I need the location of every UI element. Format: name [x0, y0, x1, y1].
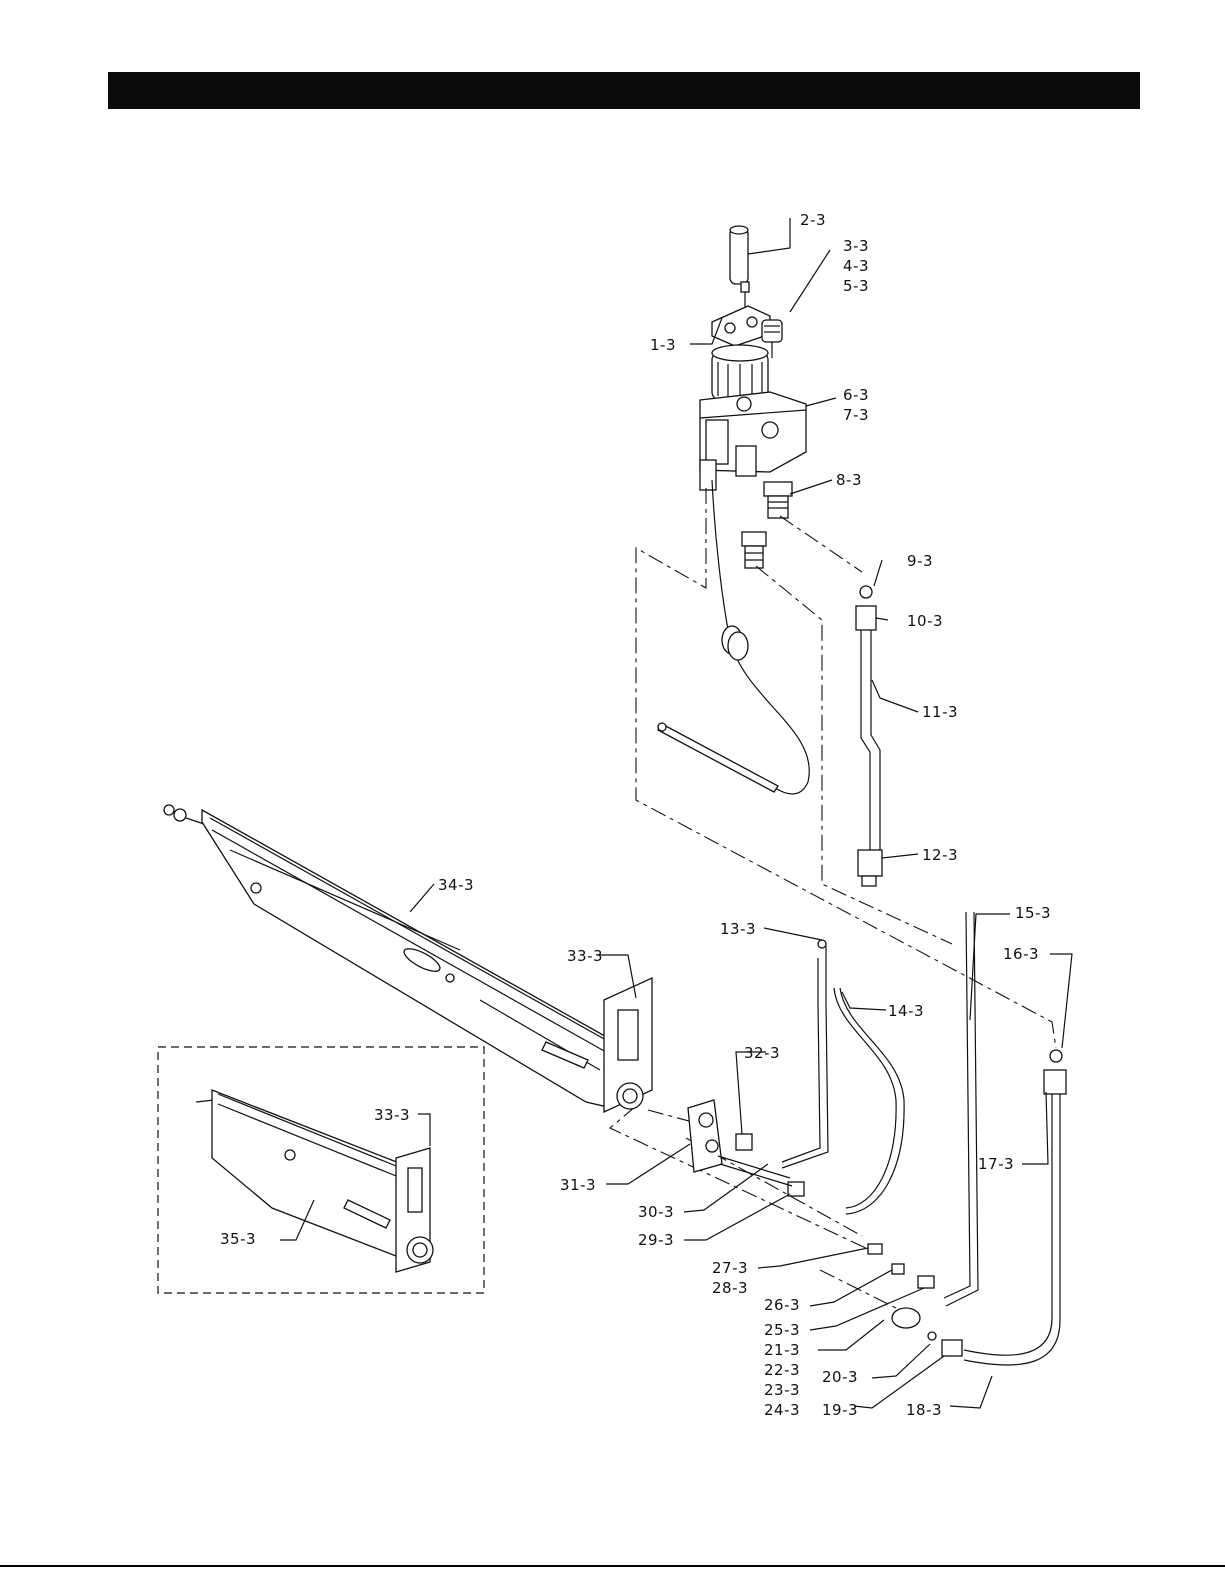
callout-20-3: 20-3 [822, 1368, 858, 1386]
callout-35-3: 35-3 [220, 1230, 256, 1248]
gas-line [964, 1050, 1066, 1365]
callout-2-3: 2-3 [800, 211, 826, 229]
bottom-rule [0, 1565, 1225, 1567]
callout-5-3: 5-3 [843, 277, 869, 295]
callout-32-3: 32-3 [744, 1044, 780, 1062]
callout-16-3: 16-3 [1003, 945, 1039, 963]
callout-17-3: 17-3 [978, 1155, 1014, 1173]
callout-19-3: 19-3 [822, 1401, 858, 1419]
callout-22-3: 22-3 [764, 1361, 800, 1379]
callout-33-3-inset: 33-3 [374, 1106, 410, 1124]
supply-tube [856, 586, 882, 886]
inset-box [158, 1047, 484, 1293]
callout-23-3: 23-3 [764, 1381, 800, 1399]
callout-12-3: 12-3 [922, 846, 958, 864]
callout-26-3: 26-3 [764, 1296, 800, 1314]
callout-11-3: 11-3 [922, 703, 958, 721]
callout-29-3: 29-3 [638, 1231, 674, 1249]
callout-21-3: 21-3 [764, 1341, 800, 1359]
valve-assembly [700, 226, 806, 568]
callout-9-3: 9-3 [907, 552, 933, 570]
alignment-lines [610, 488, 1056, 1312]
thermocouple-wire [658, 480, 809, 794]
callout-25-3: 25-3 [764, 1321, 800, 1339]
callout-10-3: 10-3 [907, 612, 943, 630]
callout-6-3: 6-3 [843, 386, 869, 404]
callout-labels: 2-3 3-3 4-3 5-3 1-3 6-3 7-3 8-3 9-3 10-3… [220, 211, 1051, 1419]
callout-28-3: 28-3 [712, 1279, 748, 1297]
callout-30-3: 30-3 [638, 1203, 674, 1221]
callout-15-3: 15-3 [1015, 904, 1051, 922]
callout-14-3: 14-3 [888, 1002, 924, 1020]
callout-7-3: 7-3 [843, 406, 869, 424]
callout-8-3: 8-3 [836, 471, 862, 489]
callout-4-3: 4-3 [843, 257, 869, 275]
callout-31-3: 31-3 [560, 1176, 596, 1194]
callout-13-3: 13-3 [720, 920, 756, 938]
callout-18-3: 18-3 [906, 1401, 942, 1419]
callout-1-3: 1-3 [650, 336, 676, 354]
callout-34-3: 34-3 [438, 876, 474, 894]
callout-3-3: 3-3 [843, 237, 869, 255]
callout-33-3: 33-3 [567, 947, 603, 965]
callout-24-3: 24-3 [764, 1401, 800, 1419]
callout-27-3: 27-3 [712, 1259, 748, 1277]
